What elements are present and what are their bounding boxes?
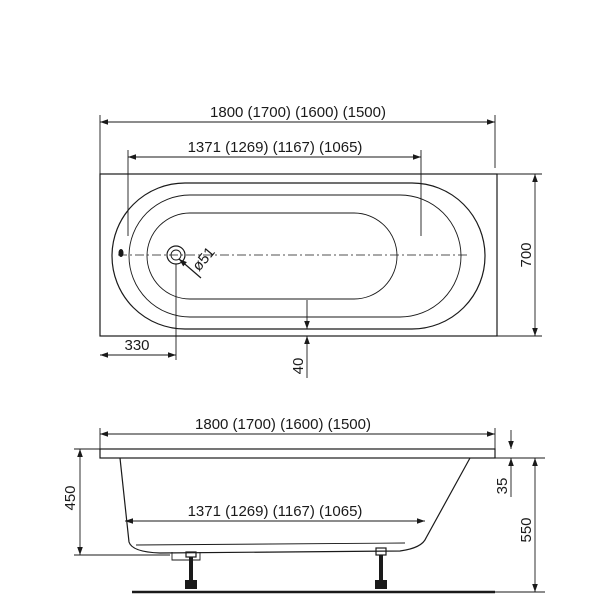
drain-inner (170, 249, 182, 261)
side-view: 1800 (1700) (1600) (1500) 1371 (1269) (1… (62, 416, 545, 594)
side-bottom-length-label: 1371 (1269) (1167) (1065) (188, 503, 363, 520)
tub-rim-side (99, 448, 496, 459)
top-view: ø51 1800 (1700) (1600) (1500) 1371 (1269… (99, 104, 542, 378)
bottom-offset-label: 40 (290, 358, 307, 375)
overflow-hole (118, 249, 124, 257)
tub-body-side (119, 457, 471, 554)
middle-basin (128, 194, 462, 318)
leg-right (375, 547, 387, 589)
total-height-label: 550 (518, 517, 535, 542)
inner-length-label: 1371 (1269) (1167) (1065) (188, 139, 363, 156)
inner-bottom (146, 212, 398, 300)
depth-label: 450 (62, 485, 79, 510)
outer-basin (111, 182, 486, 330)
drain-outlet (171, 552, 201, 561)
side-overall-length-label: 1800 (1700) (1600) (1500) (195, 416, 371, 433)
tub-bottom-inner (135, 542, 406, 546)
width-label: 700 (518, 242, 535, 267)
drain-diameter-label: ø51 (189, 244, 219, 275)
drain-offset-label: 330 (124, 337, 149, 354)
rim-thickness-label: 35 (494, 478, 511, 495)
overall-length-label: 1800 (1700) (1600) (1500) (210, 104, 386, 121)
drain-leader (178, 258, 202, 279)
tub-outline-top (99, 173, 498, 337)
leg-left (185, 551, 197, 589)
